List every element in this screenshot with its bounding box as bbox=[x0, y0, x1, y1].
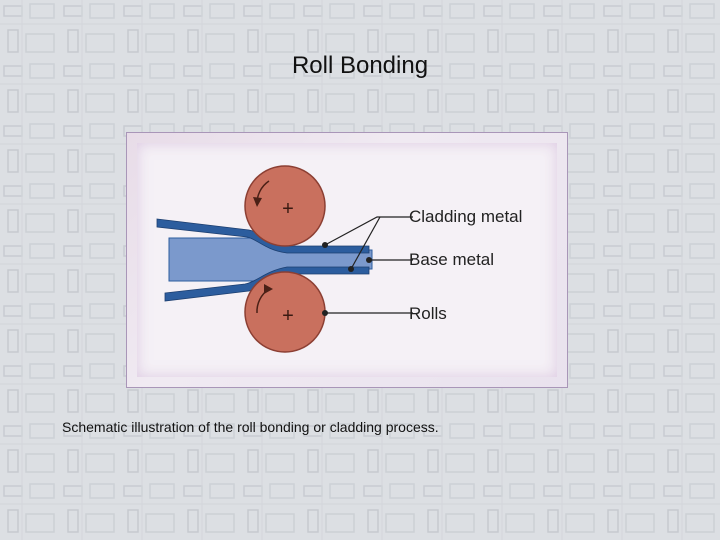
leader-cladding bbox=[324, 216, 413, 246]
roll-bonding-diagram: + + bbox=[156, 165, 413, 353]
figure-panel: + + Cladding metal Base metal Rolls bbox=[137, 143, 557, 377]
figure-caption: Schematic illustration of the roll bondi… bbox=[62, 419, 439, 435]
leader-cladding-2 bbox=[350, 216, 381, 270]
label-base-metal: Base metal bbox=[409, 250, 495, 269]
slide-title: Roll Bonding bbox=[291, 52, 429, 79]
label-rolls: Rolls bbox=[409, 304, 447, 323]
label-cladding-metal: Cladding metal bbox=[409, 207, 523, 226]
roll-symbol-bottom: + bbox=[282, 305, 294, 327]
top-roll bbox=[244, 165, 326, 247]
figure-frame: + + Cladding metal Base metal Rolls bbox=[126, 132, 568, 388]
roll-symbol-top: + bbox=[282, 198, 294, 220]
